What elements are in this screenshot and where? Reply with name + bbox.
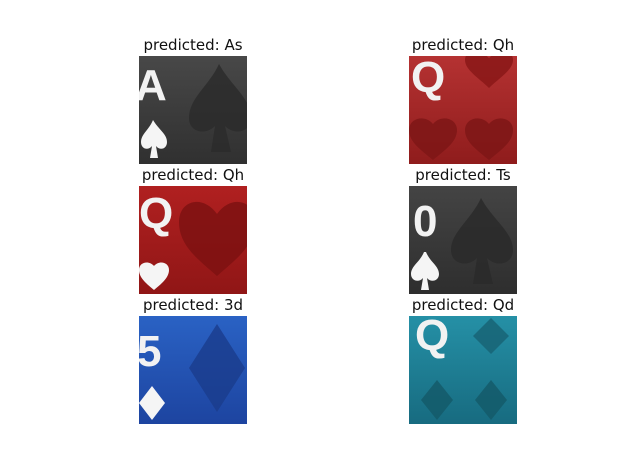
heart-card-image: Q [409, 56, 517, 164]
rank-glyph: Q [415, 316, 449, 360]
heart-card-image: Q [139, 186, 247, 294]
panel-caption: predicted: Ts [415, 166, 511, 184]
rank-glyph: Q [411, 56, 445, 102]
diamond-icon [139, 386, 165, 420]
panel-caption: predicted: As [143, 36, 243, 54]
card-image: Q [139, 186, 247, 294]
spade-icon [141, 120, 167, 158]
rank-glyph: 0 [413, 197, 437, 246]
heart-icon [139, 262, 169, 290]
panel-caption: predicted: Qh [141, 166, 245, 184]
card-image: 5 [139, 316, 247, 424]
card-image: A [139, 56, 247, 164]
spade-card-image: 0 [409, 186, 517, 294]
panel-caption: predicted: Qh [411, 36, 515, 54]
card-image: Q [409, 316, 517, 424]
panel-caption: predicted: Qd [411, 296, 515, 314]
spade-card-image: A [139, 56, 247, 164]
card-image: Q [409, 56, 517, 164]
rank-glyph: A [139, 61, 167, 110]
rank-glyph: 5 [139, 327, 161, 376]
rank-glyph: Q [139, 189, 173, 238]
card-image: 0 [409, 186, 517, 294]
diamond-card-image: Q [409, 316, 517, 424]
spade-icon [411, 252, 439, 290]
diamond-card-image: 5 [139, 316, 247, 424]
panel-caption: predicted: 3d [142, 296, 244, 314]
